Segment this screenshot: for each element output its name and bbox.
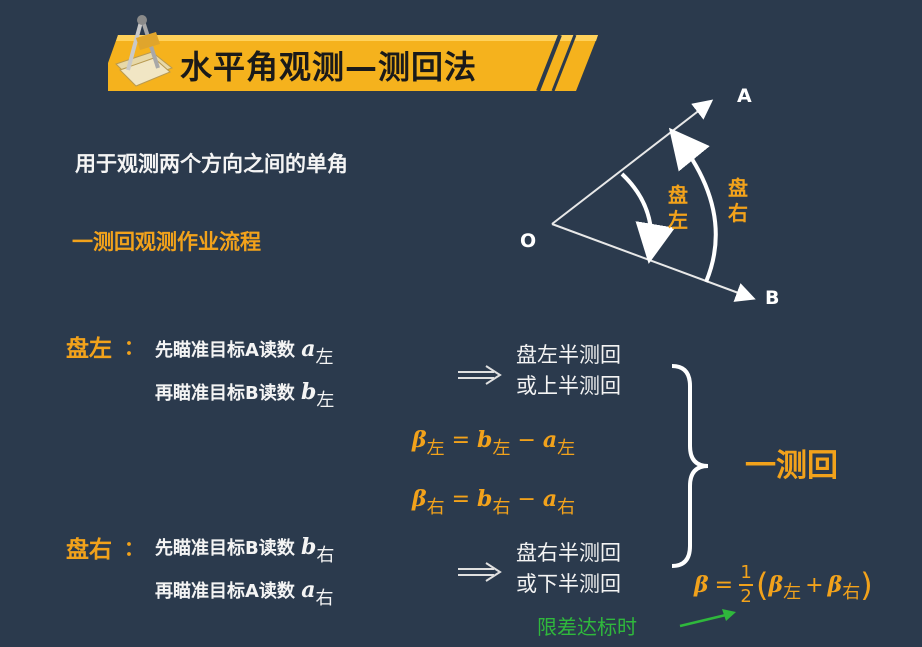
left-face-label: 盘左 [66, 336, 112, 362]
point-o-label: O [520, 230, 537, 252]
one-measurement-label: 一测回 [745, 448, 838, 484]
left-step-1: 先瞄准目标A读数 a左 [155, 336, 334, 368]
right-step-1: 先瞄准目标B读数 b右 [155, 534, 335, 566]
ray-oa [551, 99, 714, 225]
left-arrow-icon [458, 365, 502, 385]
title-banner [108, 35, 598, 91]
beta-left-formula: β左 = b左 − a左 [412, 427, 576, 459]
left-face-colon: ： [124, 335, 144, 359]
flow-heading: 一测回观测作业流程 [72, 230, 261, 254]
right-face-colon: ： [124, 536, 144, 560]
curly-brace [671, 364, 709, 568]
drafting-tools-icon [115, 15, 174, 87]
angle-diagram [551, 99, 756, 302]
left-step-2: 再瞄准目标B读数 b左 [155, 379, 335, 411]
right-arrow-icon [458, 562, 502, 582]
arc-left-arrow [620, 172, 675, 264]
right-face-label: 盘右 [66, 537, 112, 563]
point-a-label: A [737, 85, 752, 107]
beta-right-formula: β右 = b右 − a右 [412, 486, 576, 518]
green-arrow-icon [679, 609, 736, 628]
left-half-round: 盘左半测回或上半测回 [516, 343, 621, 398]
limit-note: 限差达标时 [537, 615, 637, 639]
page-title: 水平角观测—测回法 [180, 48, 478, 86]
right-half-round: 盘右半测回或下半测回 [516, 541, 621, 596]
right-step-2: 再瞄准目标A读数 a右 [155, 577, 334, 609]
arc-right-arrow [668, 127, 718, 283]
pan-zuo-label: 盘左 [668, 183, 688, 232]
point-b-label: B [765, 287, 780, 309]
pan-you-label: 盘右 [728, 176, 748, 225]
intro-text: 用于观测两个方向之间的单角 [75, 152, 348, 176]
